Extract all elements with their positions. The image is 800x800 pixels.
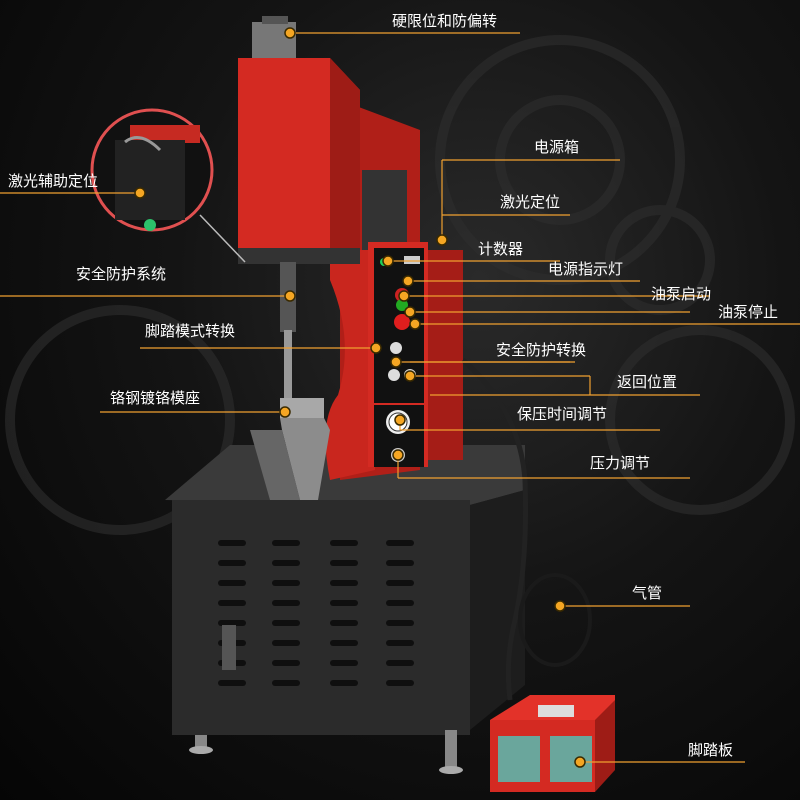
label-mold-base: 铬钢镀铬模座 xyxy=(110,389,201,407)
cabinet-base xyxy=(165,445,525,774)
label-safety-switch: 安全防护转换 xyxy=(496,341,587,359)
leader-lines xyxy=(0,32,800,763)
marker-foot-pedal xyxy=(574,756,586,768)
label-power-indicator: 电源指示灯 xyxy=(548,260,624,278)
label-return-position: 返回位置 xyxy=(617,373,678,391)
foot-pedal-device xyxy=(490,695,615,792)
control-panel xyxy=(368,242,463,467)
marker-mold-base xyxy=(279,406,291,418)
marker-hold-time xyxy=(394,414,406,426)
mold-base xyxy=(250,398,330,500)
label-hold-time: 保压时间调节 xyxy=(517,405,608,423)
label-foot-pedal: 脚踏板 xyxy=(688,741,734,759)
label-laser-assist: 激光辅助定位 xyxy=(8,172,99,190)
marker-air-pipe xyxy=(554,600,566,612)
label-air-pipe: 气管 xyxy=(632,584,663,602)
marker-safety-switch xyxy=(390,356,402,368)
label-pump-stop: 油泵停止 xyxy=(718,303,779,321)
marker-hard-limit xyxy=(284,27,296,39)
marker-power-box xyxy=(436,234,448,246)
label-laser-position: 激光定位 xyxy=(500,193,561,211)
marker-pump-stop xyxy=(404,306,416,318)
gear-background xyxy=(5,35,795,535)
label-pressure-adjust: 压力调节 xyxy=(590,454,651,472)
laser-assist-inset xyxy=(90,108,246,263)
marker-safety-system xyxy=(284,290,296,302)
label-hard-limit: 硬限位和防偏转 xyxy=(392,12,498,30)
label-pedal-mode: 脚踏模式转换 xyxy=(145,322,236,340)
marker-laser-assist xyxy=(134,187,146,199)
marker-pedal-mode xyxy=(370,342,382,354)
marker-counter xyxy=(382,255,394,267)
marker-pump-stop-2 xyxy=(409,318,421,330)
marker-points xyxy=(134,27,586,768)
press-head xyxy=(238,16,360,400)
label-power-box: 电源箱 xyxy=(534,138,580,156)
label-counter: 计数器 xyxy=(478,240,524,258)
label-pump-start: 油泵启动 xyxy=(651,285,712,303)
label-safety-system: 安全防护系统 xyxy=(76,265,167,283)
air-pipe xyxy=(461,358,529,701)
marker-pressure xyxy=(392,449,404,461)
marker-power-indicator xyxy=(402,275,414,287)
marker-return xyxy=(404,370,416,382)
marker-pump-start xyxy=(398,290,410,302)
